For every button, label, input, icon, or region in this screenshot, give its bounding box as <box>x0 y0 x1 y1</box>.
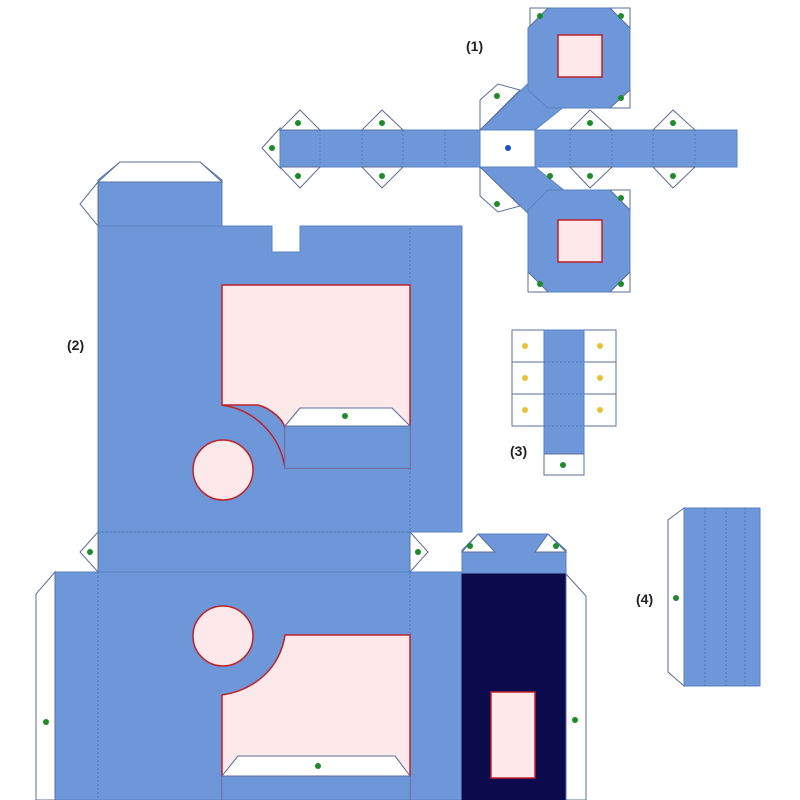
part-2-house-net: (2) <box>35 161 587 800</box>
part-label-4: (4) <box>636 591 653 607</box>
side-tab-right <box>565 572 587 800</box>
glue-dot <box>560 462 566 468</box>
cut-tab <box>479 165 521 213</box>
tab-dividers <box>512 361 616 395</box>
part-4-rect-net: (4) <box>636 507 761 688</box>
glue-dot <box>342 413 348 419</box>
fold-lines-4 <box>704 508 746 686</box>
glue-dot <box>315 763 321 769</box>
rect-panel <box>683 507 761 687</box>
glue-dots-yellow <box>522 343 603 413</box>
vertical-strip <box>543 329 585 476</box>
glue-dot <box>415 549 421 555</box>
glue-dot <box>553 543 559 549</box>
part-label-2: (2) <box>67 337 84 353</box>
arch-cutout-upper <box>221 404 286 469</box>
porthole-upper <box>192 439 254 501</box>
window-square-top <box>557 34 603 78</box>
glue-dot <box>673 595 679 601</box>
glue-dot <box>43 719 49 725</box>
glue-dots-top-octagon <box>494 13 624 101</box>
part-3-small-net: (3) <box>510 329 617 476</box>
part-label-1: (1) <box>466 38 483 54</box>
porthole-lower <box>192 605 254 667</box>
horizontal-strip-right <box>534 129 738 168</box>
glue-dots-bottom-octagon <box>494 173 624 287</box>
horizontal-strip <box>279 129 481 168</box>
cut-tab <box>79 180 99 228</box>
glue-dot <box>505 145 511 151</box>
cut-tab <box>96 161 224 183</box>
glue-dot <box>572 717 578 723</box>
cut-tab <box>479 83 521 132</box>
part-1-cross-net: (1) <box>261 7 738 293</box>
fold-lines-strip-3 <box>544 361 584 427</box>
middle-band <box>97 531 411 573</box>
glue-dots-strip <box>269 120 676 179</box>
glue-dot <box>87 549 93 555</box>
window-square-bottom <box>557 219 603 263</box>
door-window <box>490 691 536 779</box>
glue-dot <box>467 543 473 549</box>
strip-top-tabs <box>278 109 697 131</box>
side-tab-left <box>35 570 56 800</box>
part-label-3: (3) <box>510 443 527 459</box>
